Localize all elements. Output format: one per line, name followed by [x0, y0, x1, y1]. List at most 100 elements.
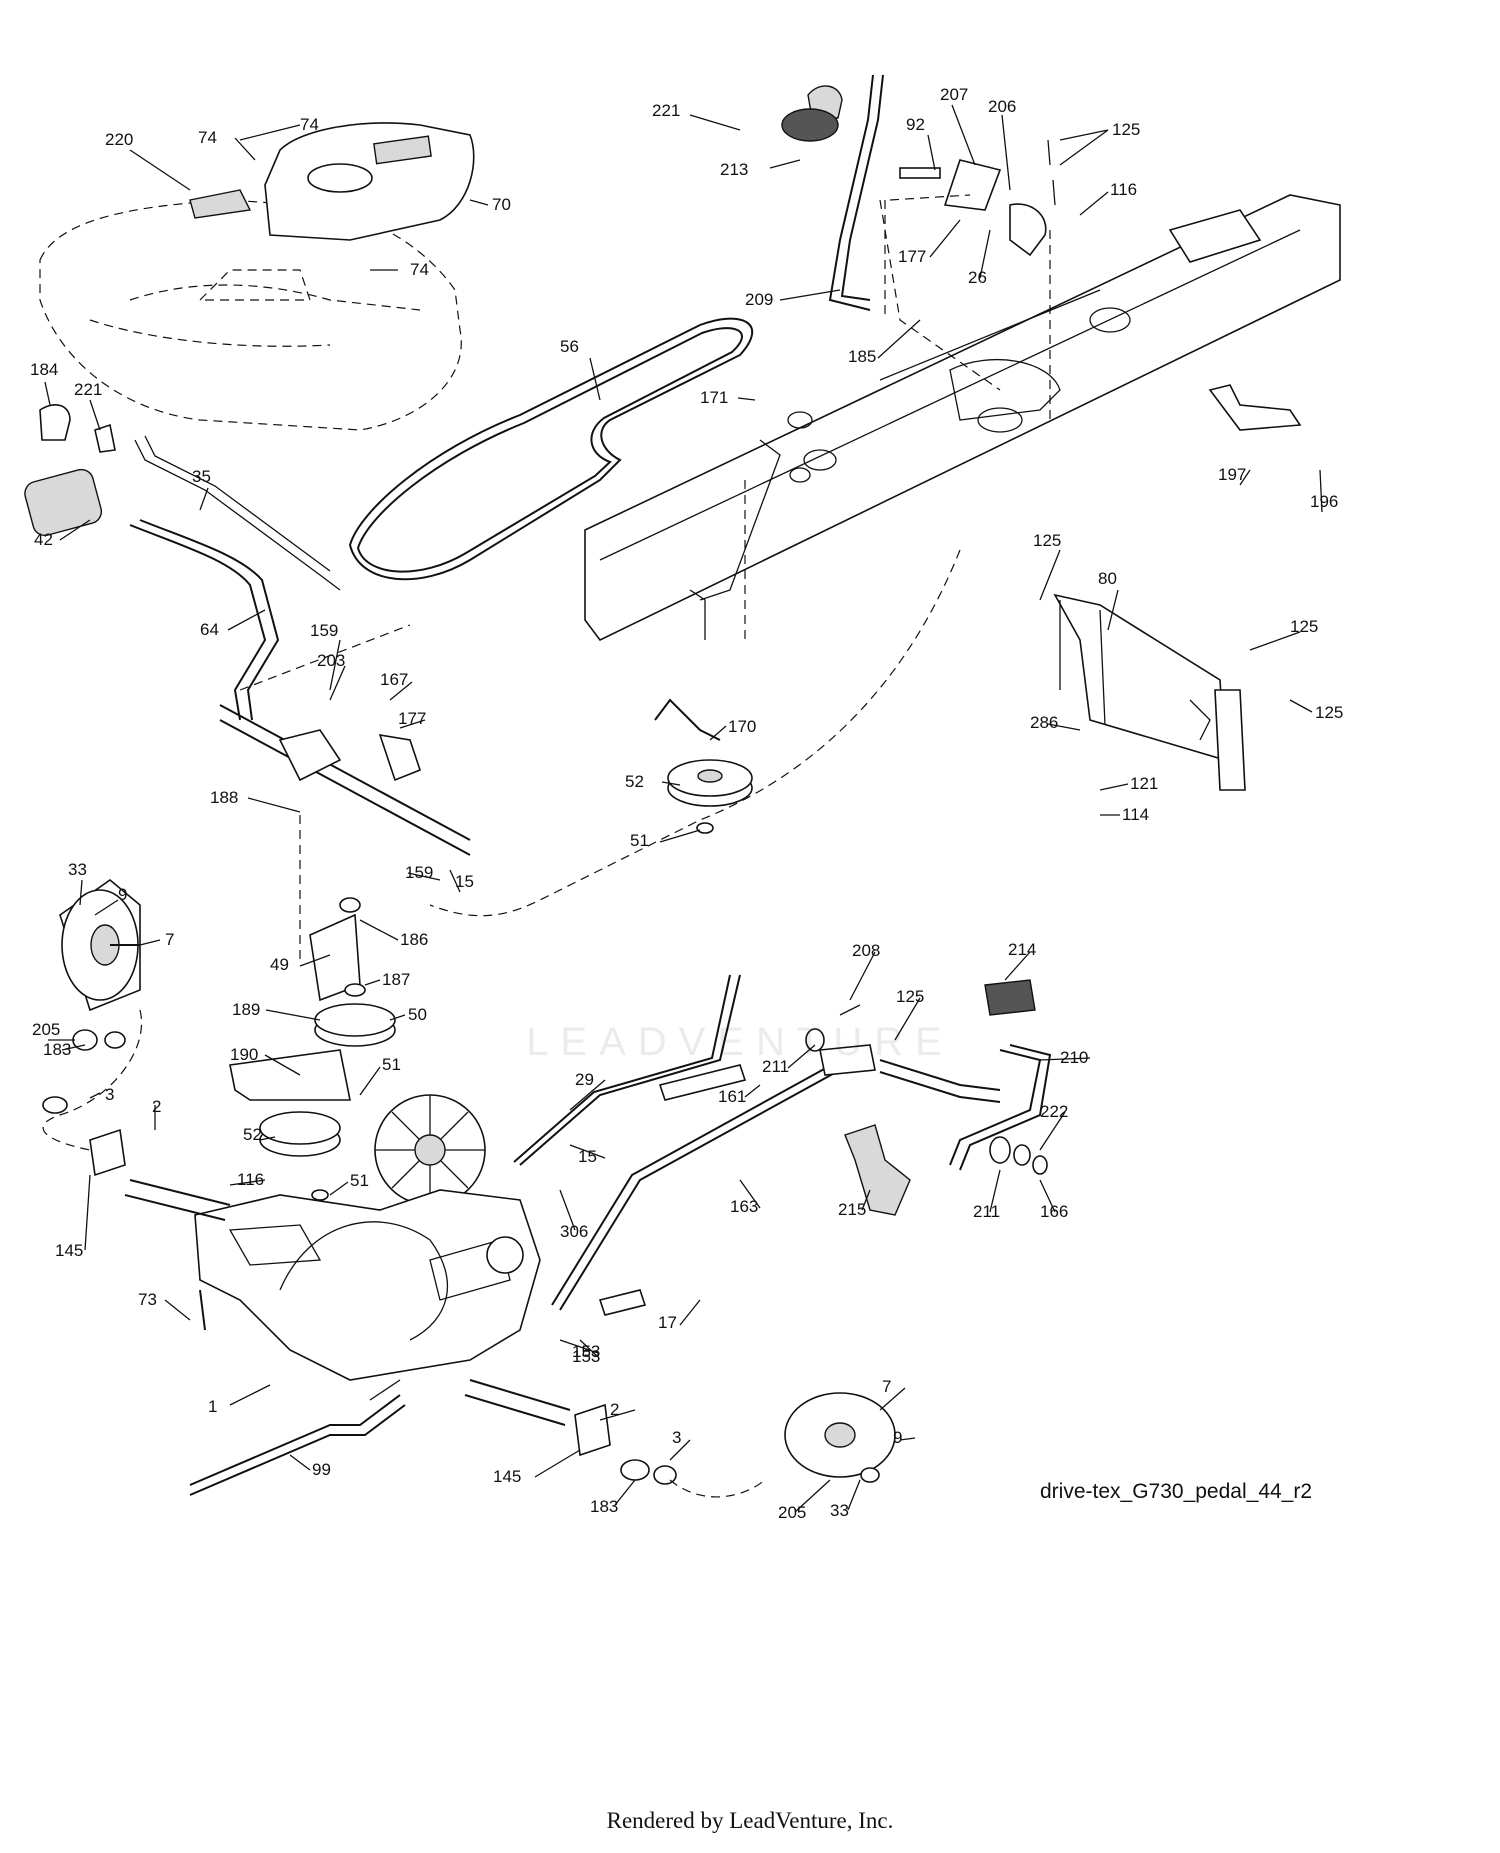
part-label: 183 — [590, 1497, 618, 1516]
part-label: 50 — [408, 1005, 427, 1024]
part-label: 52 — [625, 772, 644, 791]
part-label: 159 — [405, 863, 433, 882]
part-label: 163 — [730, 1197, 758, 1216]
part-label: 177 — [898, 247, 926, 266]
part-label: 125 — [896, 987, 924, 1006]
part-label: 74 — [198, 128, 217, 147]
part-label: 190 — [230, 1045, 258, 1064]
part-label: 33 — [68, 860, 87, 879]
part-label: 26 — [968, 268, 987, 287]
pedal-shaft — [219, 624, 471, 960]
part-label: 70 — [492, 195, 511, 214]
part-label: 17 — [658, 1313, 677, 1332]
part-label: 203 — [317, 651, 345, 670]
idler-pulley-upper — [654, 698, 753, 834]
part-label: 2 — [610, 1400, 619, 1419]
part-label: 92 — [906, 115, 925, 134]
part-label: 9 — [893, 1428, 902, 1447]
part-label: 306 — [560, 1222, 588, 1241]
part-label: 222 — [1040, 1102, 1068, 1121]
part-label: 15 — [578, 1147, 597, 1166]
part-label: 33 — [830, 1501, 849, 1520]
part-label: 1 — [208, 1397, 217, 1416]
frame — [429, 194, 1341, 917]
part-label: 221 — [74, 380, 102, 399]
diagram-id: drive-tex_G730_pedal_44_r2 — [1040, 1480, 1313, 1503]
drive-belt — [348, 317, 754, 581]
mount-bracket — [1053, 384, 1302, 791]
part-label: 153 — [572, 1347, 600, 1366]
steering-shaft — [24, 404, 341, 721]
part-label: 211 — [762, 1057, 789, 1076]
part-label: 114 — [1122, 805, 1149, 824]
part-label: 205 — [32, 1020, 60, 1039]
part-label: 209 — [745, 290, 773, 309]
part-label: 167 — [380, 670, 408, 689]
transaxle — [89, 1128, 611, 1457]
part-label: 125 — [1112, 120, 1140, 139]
part-label: 185 — [848, 347, 876, 366]
fender-assembly — [39, 122, 475, 431]
part-label: 3 — [105, 1085, 114, 1104]
watermark: LEADVENTURE — [526, 1020, 954, 1064]
cooling-fan — [374, 1094, 486, 1206]
part-label: 177 — [398, 709, 426, 728]
shift-lever-assembly — [781, 74, 1056, 320]
leader-lines — [44, 104, 1323, 1513]
part-label: 9 — [118, 885, 127, 904]
part-label: 121 — [1130, 774, 1158, 793]
part-label: 215 — [838, 1200, 866, 1219]
part-label: 159 — [310, 621, 338, 640]
part-label: 116 — [237, 1170, 264, 1189]
part-label: 188 — [210, 788, 238, 807]
part-label: 7 — [882, 1377, 891, 1396]
part-label: 56 — [560, 337, 579, 356]
brake-rod — [189, 1379, 406, 1496]
part-label: 125 — [1315, 703, 1343, 722]
part-label: 184 — [30, 360, 58, 379]
part-label: 99 — [312, 1460, 331, 1479]
part-label: 211 — [973, 1202, 1000, 1221]
part-label: 7 — [165, 930, 174, 949]
part-label: 52 — [243, 1125, 262, 1144]
part-label: 80 — [1098, 569, 1117, 588]
idler-pulley-lower — [229, 897, 396, 1201]
part-label: 3 — [672, 1428, 681, 1447]
part-label: 207 — [940, 85, 968, 104]
part-labels: 220 74 74 74 70 221 213 92 207 206 125 1… — [30, 85, 1343, 1522]
part-label: 286 — [1030, 713, 1058, 732]
part-label: 49 — [270, 955, 289, 974]
pedal-assembly — [805, 979, 1052, 1216]
part-label: 35 — [192, 467, 211, 486]
part-label: 125 — [1033, 531, 1061, 550]
footer-credit: Rendered by LeadVenture, Inc. — [606, 1808, 894, 1833]
part-label: 220 — [105, 130, 133, 149]
part-label: 73 — [138, 1290, 157, 1309]
part-label: 51 — [630, 831, 649, 850]
part-label: 196 — [1310, 492, 1338, 511]
part-label: 51 — [382, 1055, 401, 1074]
part-label: 221 — [652, 101, 680, 120]
part-label: 186 — [400, 930, 428, 949]
part-label: 206 — [988, 97, 1016, 116]
part-label: 125 — [1290, 617, 1318, 636]
part-label: 210 — [1060, 1048, 1088, 1067]
part-label: 214 — [1008, 940, 1036, 959]
part-label: 171 — [700, 388, 728, 407]
part-label: 197 — [1218, 465, 1246, 484]
part-label: 42 — [34, 530, 53, 549]
part-label: 145 — [493, 1467, 521, 1486]
part-label: 74 — [410, 260, 429, 279]
wheel-hub-right — [620, 1392, 896, 1498]
part-label: 189 — [232, 1000, 260, 1019]
part-label: 170 — [728, 717, 756, 736]
part-label: 183 — [43, 1040, 71, 1059]
part-label: 116 — [1110, 180, 1137, 199]
part-label: 15 — [455, 872, 474, 891]
part-label: 161 — [718, 1087, 746, 1106]
pedal-linkage-rods — [513, 974, 841, 1316]
part-label: 29 — [575, 1070, 594, 1089]
part-label: 51 — [350, 1171, 369, 1190]
part-label: 208 — [852, 941, 880, 960]
